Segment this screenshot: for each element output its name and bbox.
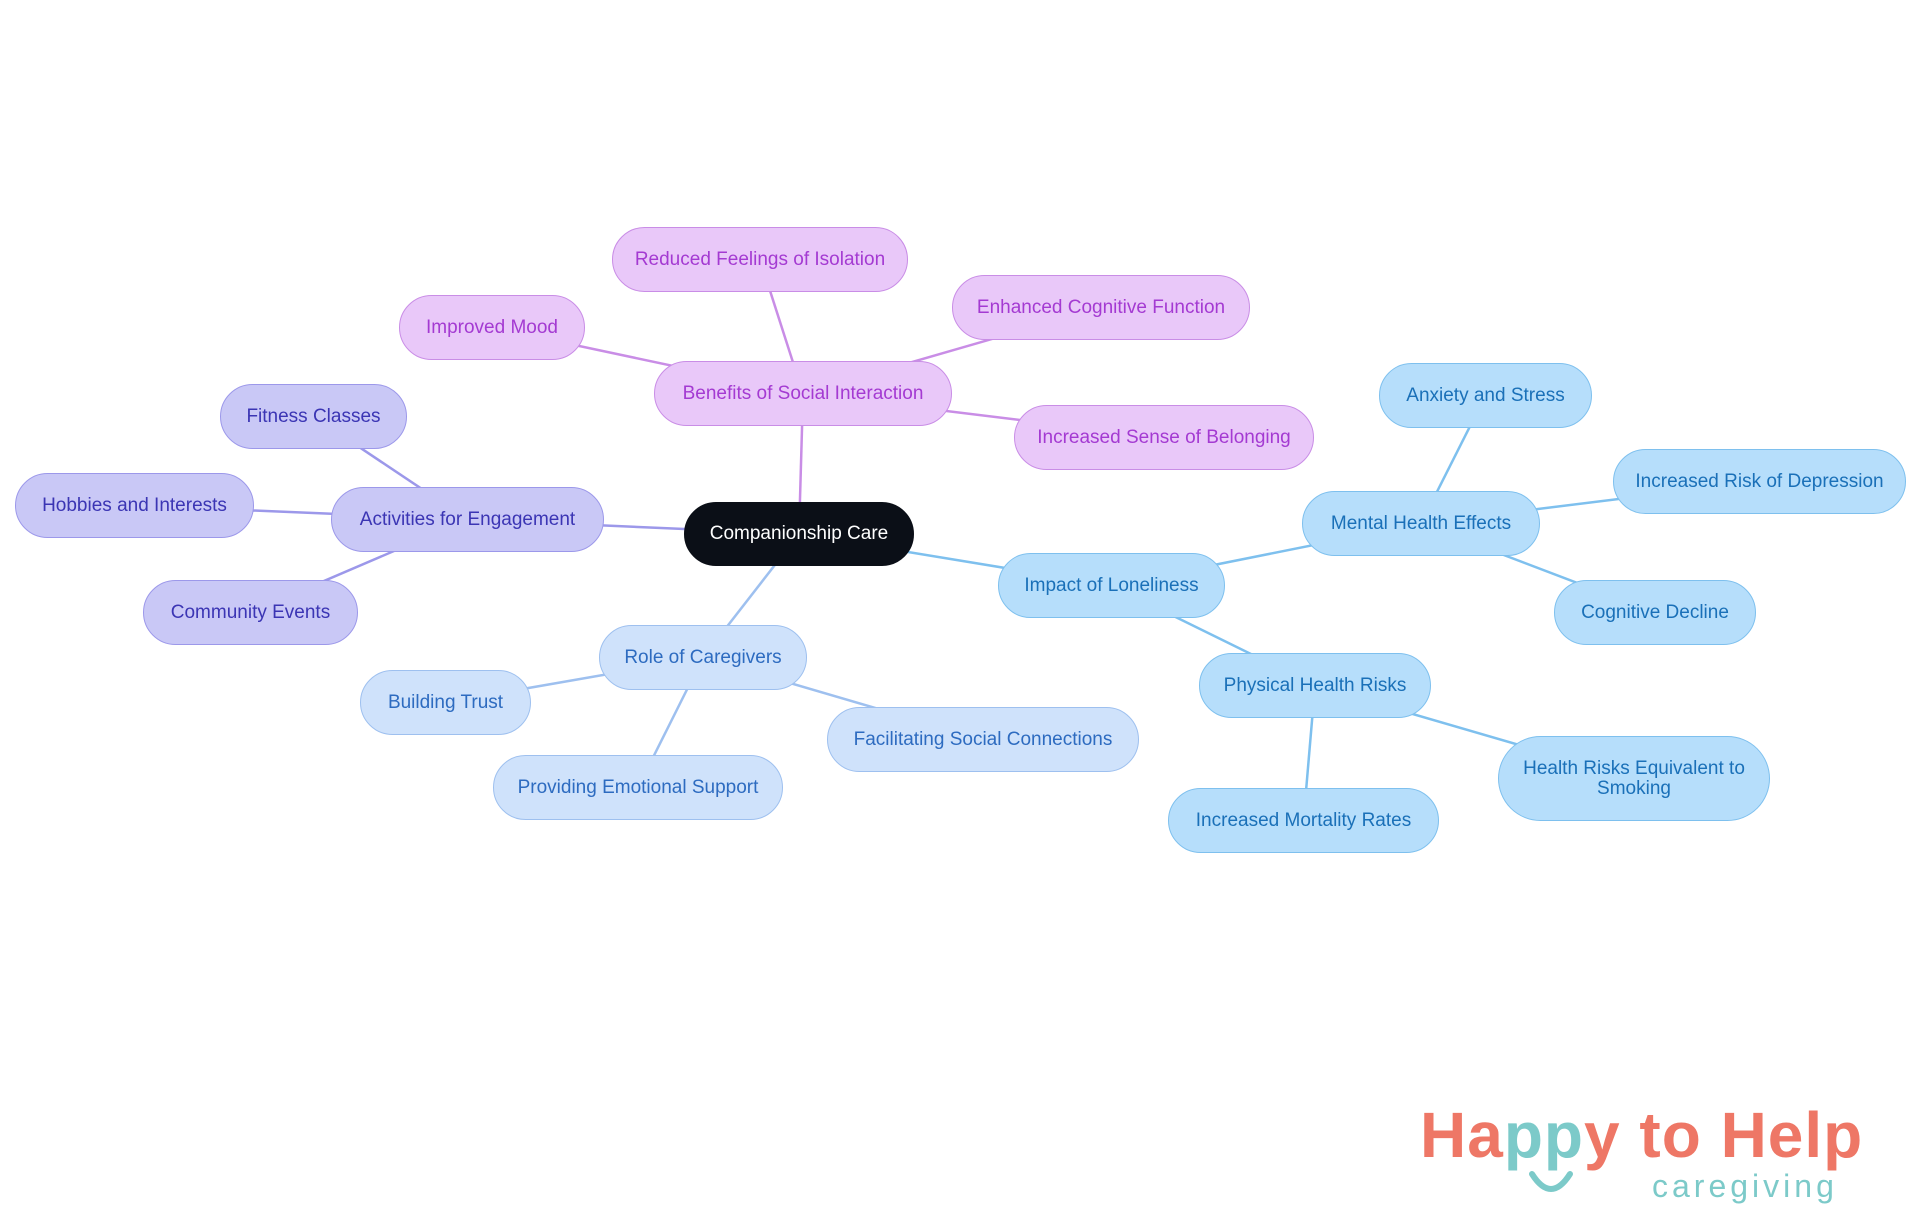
leaf-anxiety-stress[interactable]: Anxiety and Stress xyxy=(1379,363,1592,428)
branch-caregivers[interactable]: Role of Caregivers xyxy=(599,625,807,690)
branch-loneliness[interactable]: Impact of Loneliness xyxy=(998,553,1225,618)
leaf-risk-depression[interactable]: Increased Risk of Depression xyxy=(1613,449,1906,514)
company-logo: Happy to Help caregiving xyxy=(1420,1100,1890,1210)
logo-wordmark: Happy to Help xyxy=(1420,1099,1864,1171)
logo-tagline: caregiving xyxy=(1652,1168,1838,1204)
root-node[interactable]: Companionship Care xyxy=(684,502,914,566)
leaf-community-events[interactable]: Community Events xyxy=(143,580,358,645)
branch-activities[interactable]: Activities for Engagement xyxy=(331,487,604,552)
sub-mental-health[interactable]: Mental Health Effects xyxy=(1302,491,1540,556)
leaf-fitness-classes[interactable]: Fitness Classes xyxy=(220,384,407,449)
leaf-improved-mood[interactable]: Improved Mood xyxy=(399,295,585,360)
leaf-risks-smoking[interactable]: Health Risks Equivalent to Smoking xyxy=(1498,736,1770,821)
branch-benefits[interactable]: Benefits of Social Interaction xyxy=(654,361,952,426)
leaf-building-trust[interactable]: Building Trust xyxy=(360,670,531,735)
leaf-social-connections[interactable]: Facilitating Social Connections xyxy=(827,707,1139,772)
sub-physical-health[interactable]: Physical Health Risks xyxy=(1199,653,1431,718)
leaf-enhanced-cognitive[interactable]: Enhanced Cognitive Function xyxy=(952,275,1250,340)
leaf-reduced-isolation[interactable]: Reduced Feelings of Isolation xyxy=(612,227,908,292)
leaf-sense-of-belonging[interactable]: Increased Sense of Belonging xyxy=(1014,405,1314,470)
leaf-mortality-rates[interactable]: Increased Mortality Rates xyxy=(1168,788,1439,853)
smile-icon xyxy=(1529,1171,1573,1192)
leaf-cognitive-decline[interactable]: Cognitive Decline xyxy=(1554,580,1756,645)
leaf-emotional-support[interactable]: Providing Emotional Support xyxy=(493,755,783,820)
leaf-hobbies[interactable]: Hobbies and Interests xyxy=(15,473,254,538)
